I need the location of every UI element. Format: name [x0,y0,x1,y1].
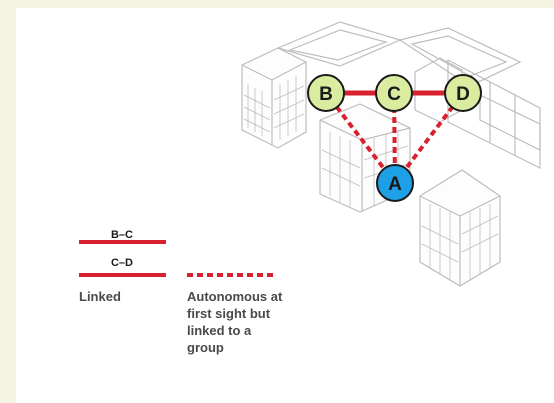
legend-solid-label-top: B–C [111,229,133,241]
nodes-layer: B C D A [307,74,482,202]
legend-autonomous-line: Autonomous at [187,289,283,304]
node-circle-D [444,74,482,112]
node-B: B [307,74,345,112]
node-circle-A [376,164,414,202]
legend-graphics: B–C C–D [79,229,274,277]
node-circle-B [307,74,345,112]
node-label-A: A [388,174,402,195]
node-label-B: B [319,84,333,105]
legend-solid-label-bottom: C–D [111,257,133,269]
legend-linked-label: Linked [79,289,121,304]
node-A: A [376,164,414,202]
node-label-D: D [456,84,470,105]
node-D: D [444,74,482,112]
node-circle-C [375,74,413,112]
legend-autonomous-line: first sight but [187,306,271,321]
node-C: C [375,74,413,112]
legend-autonomous-line: group [187,340,224,355]
buildings-illustration [241,21,541,287]
node-label-C: C [387,84,401,105]
legend-autonomous-line: linked to a [187,323,252,338]
legend-autonomous-label: Autonomous at first sight but linked to … [187,288,282,356]
